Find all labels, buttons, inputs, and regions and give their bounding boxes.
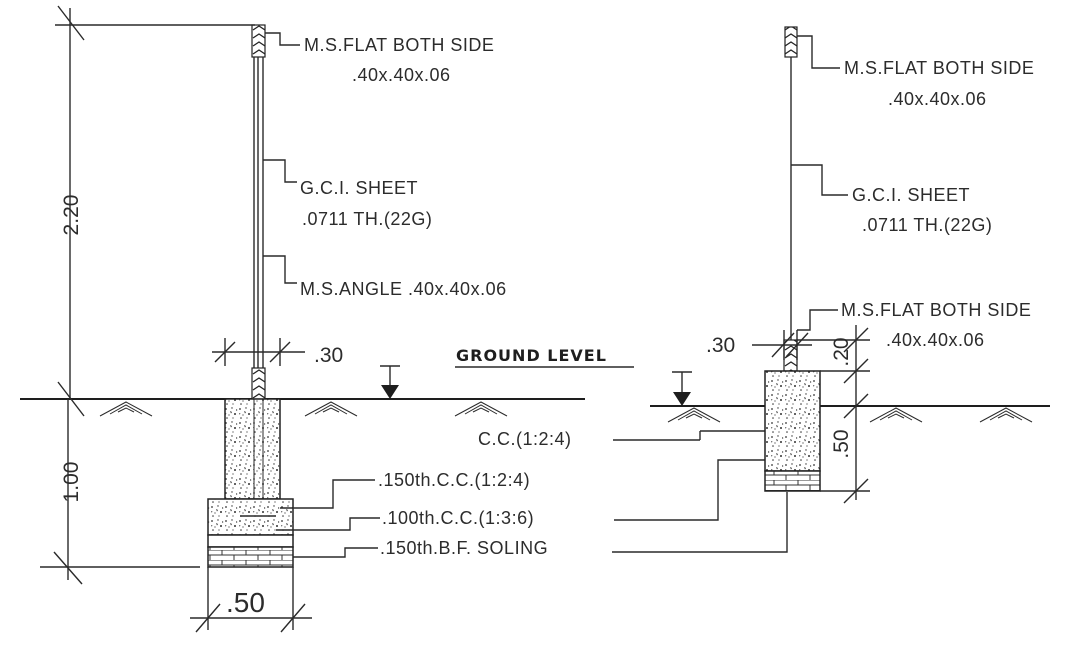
left-base-width-dimension: .50: [190, 567, 312, 633]
right-top-flat-plate: [784, 26, 798, 58]
left-height-dimension: 2.20: [55, 5, 255, 417]
right-width-dimension: .30: [706, 330, 812, 360]
right-ground-hatch: [667, 407, 1033, 423]
left-top-flat-plate: [251, 24, 266, 58]
left-ground-level-marker: [380, 365, 400, 399]
right-depth-dimension: .50: [820, 390, 870, 504]
right-sheet-thickness: .0711 TH.(22G): [862, 215, 992, 235]
left-top-flat-size: .40x.40x.06: [352, 65, 451, 85]
cc150-label: .150th.C.C.(1:2:4): [378, 470, 530, 490]
left-height-dim: 2.20: [60, 195, 83, 236]
right-bottom-flat-label: M.S.FLAT BOTH SIDE: [841, 300, 1031, 320]
left-base-width-dim: .50: [226, 587, 265, 618]
right-width-dim: .30: [706, 334, 735, 357]
left-depth-dim: 1.00: [60, 462, 83, 503]
left-top-flat-label: M.S.FLAT BOTH SIDE: [304, 35, 494, 55]
left-angle-label: M.S.ANGLE .40x.40x.06: [300, 279, 507, 299]
right-cc-column: [764, 370, 821, 472]
left-cc100-layer: [207, 534, 294, 548]
right-depth-dim: .50: [830, 429, 853, 458]
cc100-label: .100th.C.C.(1:3:6): [382, 508, 534, 528]
left-bottom-flat-plate: [251, 367, 266, 400]
left-cc-column: [224, 398, 281, 500]
soling-label: .150th.B.F. SOLING: [380, 538, 548, 558]
right-bf-soling: [764, 470, 821, 492]
left-bf-soling: [207, 546, 294, 568]
right-detail: .30 .20 .50 M.S.FLAT BOTH SIDE .40x.40x.…: [650, 26, 1050, 504]
left-width-above-dim: .30: [314, 344, 343, 367]
left-sheet-label: G.C.I. SHEET: [300, 178, 418, 198]
cc-label: C.C.(1:2:4): [478, 429, 572, 449]
ground-level-label: GROUND LEVEL: [456, 346, 607, 365]
left-detail: 2.20 1.00 .30 .50: [20, 5, 788, 633]
left-width-above-dimension: .30: [212, 338, 343, 367]
right-bottom-flat-size: .40x.40x.06: [886, 330, 985, 350]
right-small-dimension: .20: [797, 325, 870, 390]
left-sheet-thickness: .0711 TH.(22G): [302, 209, 432, 229]
right-top-flat-size: .40x.40x.06: [888, 89, 987, 109]
left-depth-dimension: 1.00: [40, 399, 200, 585]
right-top-flat-label: M.S.FLAT BOTH SIDE: [844, 58, 1034, 78]
right-small-dim: .20: [830, 337, 853, 366]
right-ground-level-marker: [672, 371, 692, 406]
left-ground-hatch: [99, 401, 508, 417]
right-sheet-label: G.C.I. SHEET: [852, 185, 970, 205]
